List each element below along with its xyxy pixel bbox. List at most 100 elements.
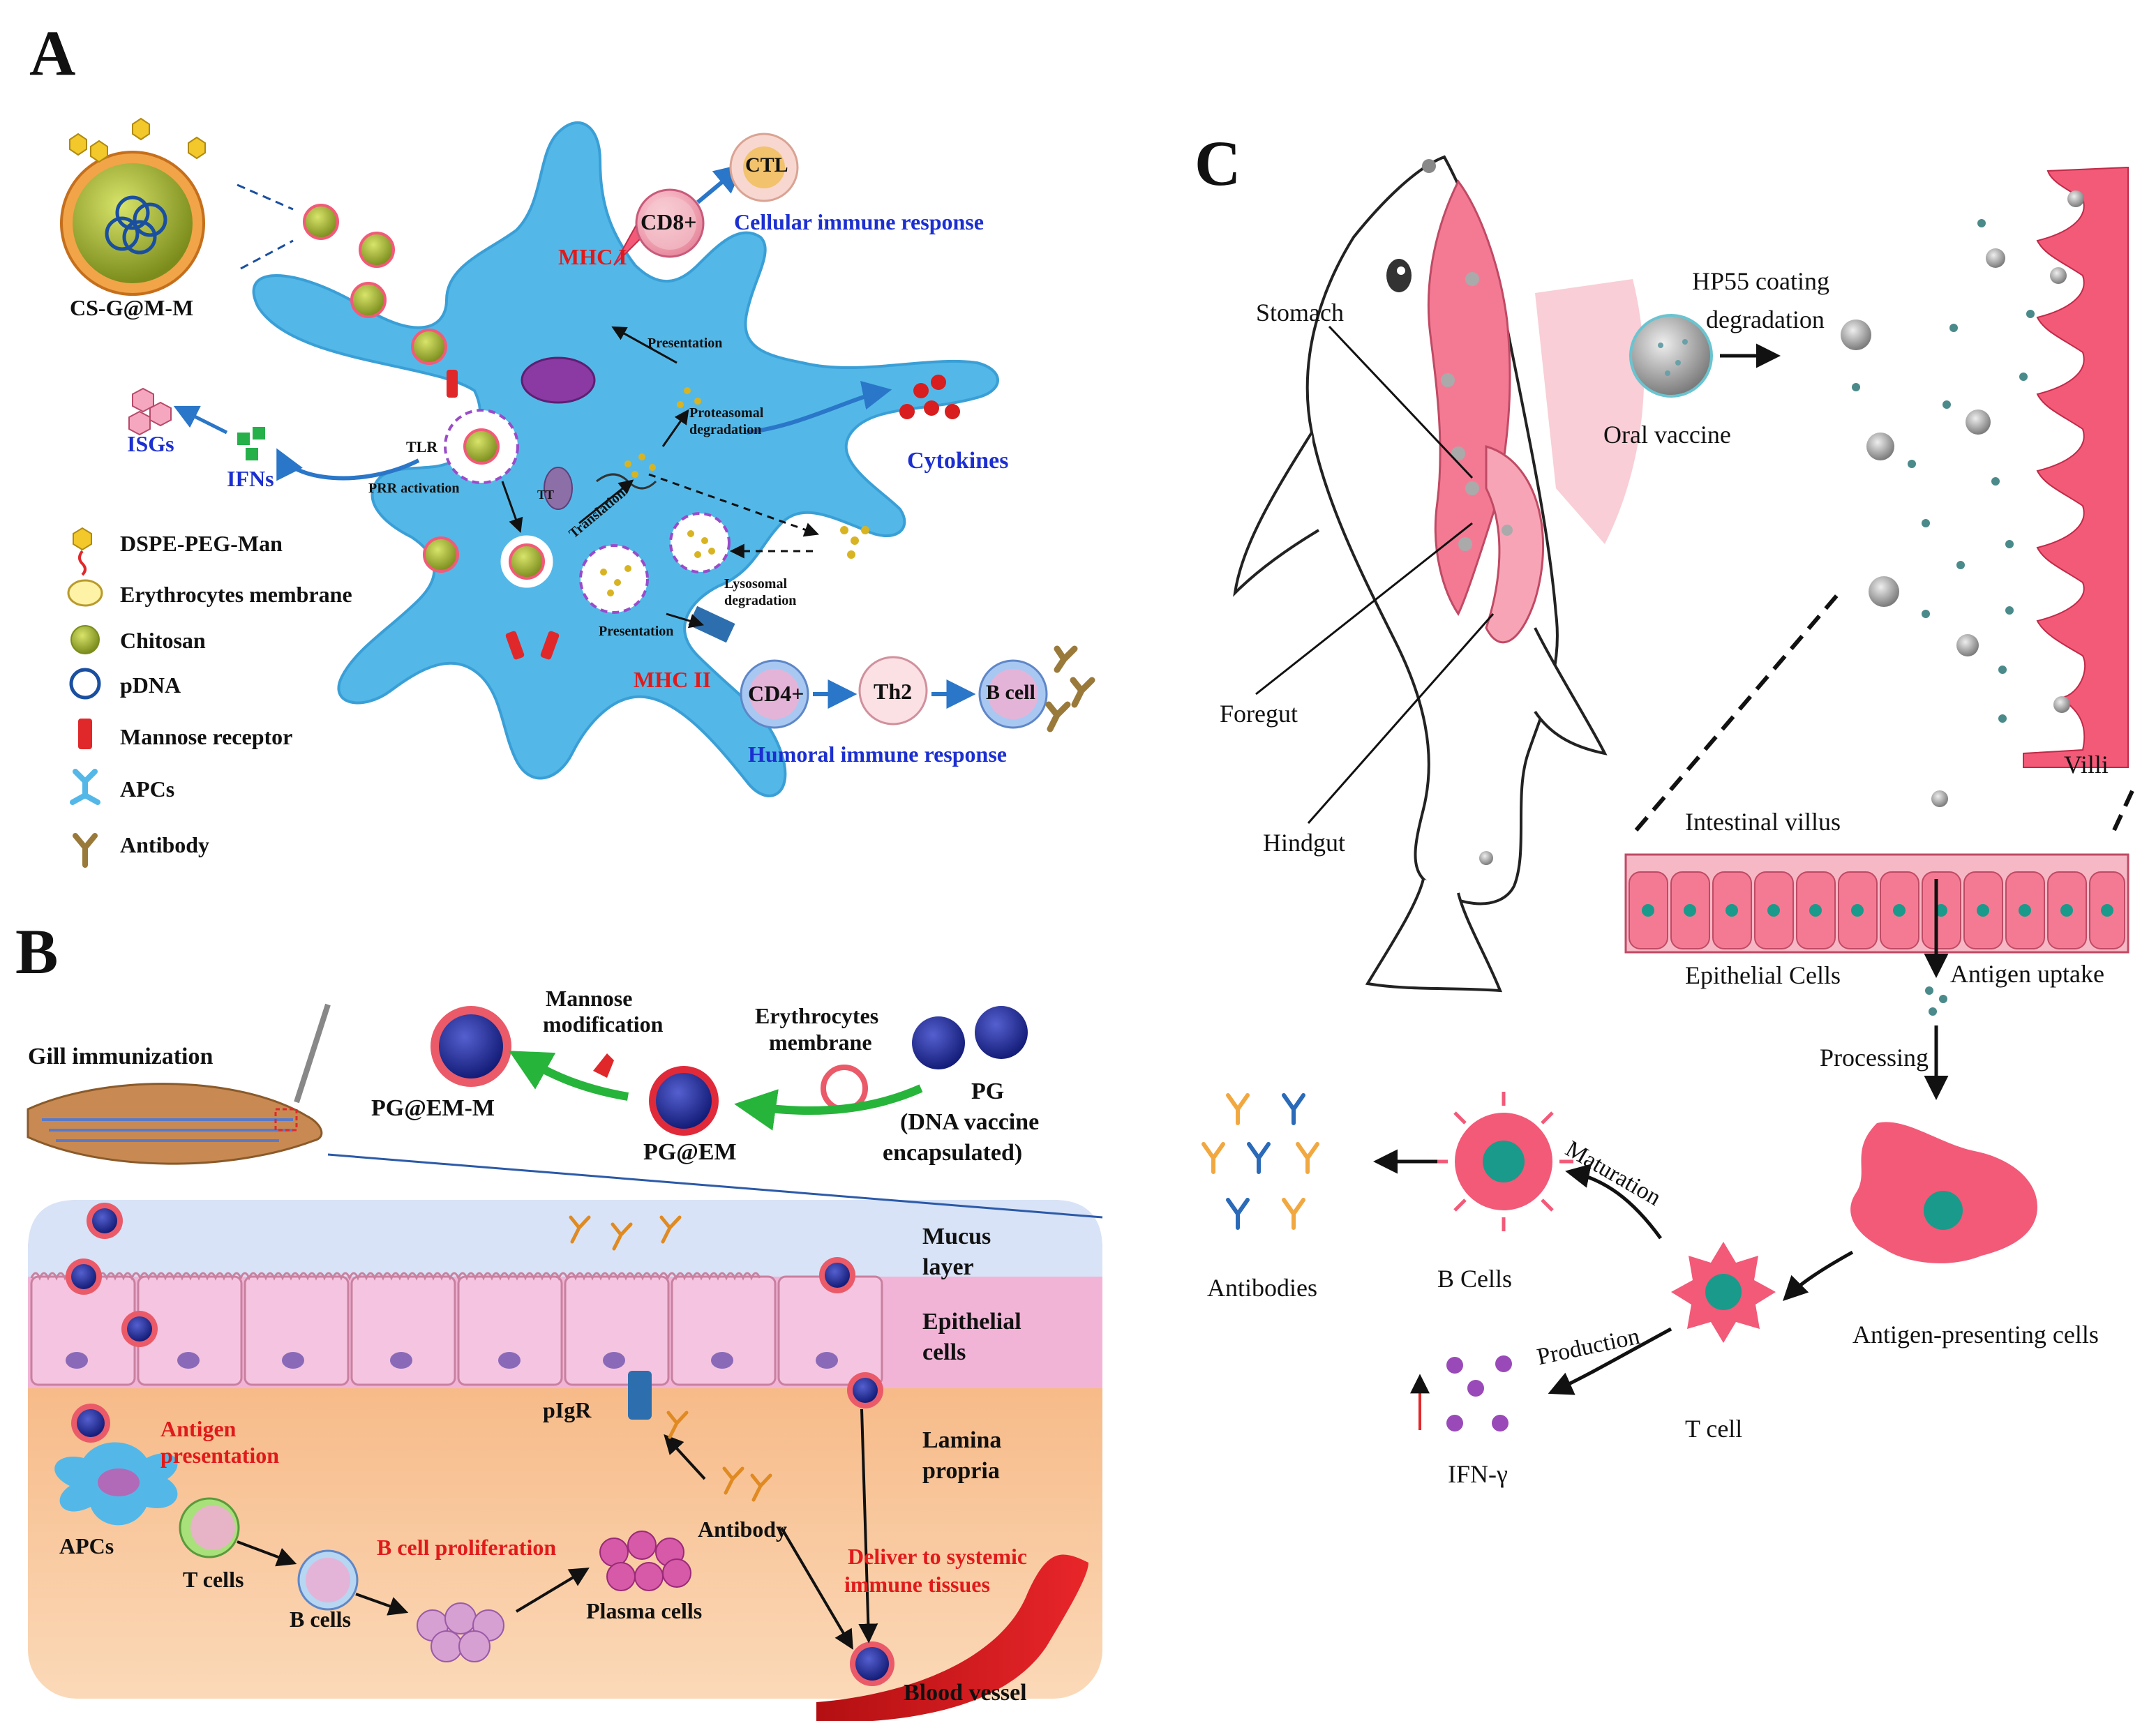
- legend-dspe: DSPE-PEG-Man: [120, 531, 283, 556]
- legend-mannose: Mannose receptor: [120, 724, 293, 749]
- cd4-label: CD4+: [748, 681, 804, 706]
- tcell-label-c: T cell: [1685, 1415, 1743, 1443]
- antigen-label-1: Antigen: [160, 1416, 237, 1441]
- pg-sub-2: encapsulated): [883, 1140, 1023, 1166]
- lysosomal-label: Lysosomal degradation: [724, 576, 797, 608]
- hp55-label-2: degradation: [1706, 306, 1825, 333]
- ctl-label: CTL: [745, 153, 788, 176]
- antibody-group-a: [1045, 645, 1095, 732]
- mhc2-receptor: [688, 606, 735, 643]
- villi-structure: [2023, 166, 2129, 768]
- tcells-label: T cells: [183, 1567, 244, 1592]
- apc-label-c: Antigen-presenting cells: [1852, 1321, 2099, 1348]
- bprolif-label: B cell proliferation: [377, 1535, 557, 1560]
- antibodies-cluster: [1201, 1093, 1319, 1230]
- blood-label: Blood vessel: [904, 1680, 1027, 1706]
- pg-sub-1: (DNA vaccine: [900, 1109, 1040, 1135]
- lysosome-1: [669, 512, 731, 573]
- pgem-label: PG@EM: [643, 1139, 737, 1165]
- antibodies-label: Antibodies: [1207, 1274, 1317, 1302]
- uptake-label: Antigen uptake: [1950, 960, 2104, 988]
- intestinal-epithelium: [1624, 853, 2129, 954]
- pgemm-label: PG@EM-M: [371, 1095, 495, 1121]
- ifn-label: IFN-γ: [1448, 1460, 1508, 1488]
- legend-chitosan: Chitosan: [120, 628, 206, 653]
- plasma-label: Plasma cells: [586, 1598, 703, 1623]
- mucus-label-2: layer: [922, 1254, 974, 1280]
- th2-cell: [858, 656, 928, 726]
- hp55-label-1: HP55 coating: [1692, 267, 1829, 295]
- pigr-label: pIgR: [543, 1397, 592, 1422]
- hindgut-label: Hindgut: [1263, 829, 1346, 857]
- gut-pink: [1427, 179, 1511, 616]
- apc-cell-body: [252, 121, 999, 797]
- small-particles-a: [303, 204, 545, 580]
- antigen-label-2: presentation: [160, 1443, 280, 1468]
- mannose-receptor-markers: [447, 370, 560, 660]
- panel-a-letter: A: [29, 17, 76, 89]
- panel-b-graphics: [27, 1003, 1103, 1721]
- antibody-label-b: Antibody: [698, 1517, 788, 1542]
- panel-a-graphics: [60, 117, 1095, 797]
- bcells-label-b: B cells: [290, 1607, 351, 1632]
- ery-label-1: Erythrocytes: [755, 1003, 879, 1028]
- ery-label-2: membrane: [769, 1030, 872, 1055]
- isgs-icon: [128, 387, 172, 436]
- deliver-label-2: immune tissues: [844, 1572, 990, 1597]
- cellular-label: Cellular immune response: [734, 209, 984, 234]
- mhc1-label: MHC I: [558, 244, 627, 269]
- pg-label: PG: [971, 1079, 1005, 1104]
- gill-label: Gill immunization: [28, 1044, 214, 1069]
- ifns-icon: [237, 427, 265, 460]
- lam-label-2: propria: [922, 1458, 1000, 1484]
- processing-label: Processing: [1820, 1044, 1929, 1072]
- apcs-label-b: APCs: [59, 1533, 114, 1558]
- blood-vessel: [816, 1554, 1088, 1721]
- lam-label-1: Lamina: [922, 1427, 1002, 1453]
- cytokines-icon: [899, 375, 960, 419]
- tt-label: TT: [537, 488, 555, 502]
- ifns-label: IFNs: [227, 466, 274, 491]
- legend-pdna: pDNA: [120, 672, 181, 698]
- cytokines-label: Cytokines: [907, 448, 1009, 474]
- prr-label: PRR activation: [368, 481, 460, 496]
- plasma-cluster: [599, 1531, 691, 1591]
- epithelial-cell-row: [28, 1272, 1102, 1388]
- mannose-label-1: Mannose: [546, 986, 633, 1011]
- epi-label-1: Epithelial: [922, 1309, 1021, 1335]
- foregut-label: Foregut: [1220, 700, 1298, 728]
- isgs-label: ISGs: [127, 431, 174, 456]
- mucus-label-1: Mucus: [922, 1224, 991, 1249]
- lysosome-2: [579, 544, 649, 614]
- particle-label: CS-G@M-M: [70, 295, 194, 320]
- humoral-label: Humoral immune response: [748, 742, 1007, 767]
- mannose-label-2: modification: [543, 1012, 664, 1037]
- bcells-label-c: B Cells: [1437, 1265, 1513, 1293]
- oral-vaccine-particle: [1629, 314, 1713, 398]
- pg-particles: [431, 1006, 1028, 1136]
- apc-nucleus: [521, 356, 596, 404]
- presentation-top-label: Presentation: [647, 336, 723, 351]
- cs-g-m-m-particle: [60, 151, 205, 296]
- epithelial-label-c: Epithelial Cells: [1685, 961, 1841, 989]
- legend-ery: Erythrocytes membrane: [120, 582, 352, 607]
- th2-label: Th2: [874, 679, 913, 704]
- legend-icons-a: [67, 527, 103, 868]
- legend-apcs: APCs: [120, 776, 175, 802]
- stomach-label: Stomach: [1256, 299, 1344, 326]
- ribosome-icon: [544, 467, 573, 510]
- panel-c-letter: C: [1195, 128, 1241, 199]
- tlr-label: TLR: [406, 438, 438, 456]
- legend-antibody: Antibody: [120, 832, 210, 857]
- oral-label: Oral vaccine: [1603, 421, 1731, 449]
- b-cell-cluster: [417, 1602, 504, 1662]
- zebrafish-icon: [27, 1003, 331, 1165]
- presentation-bottom-label: Presentation: [599, 624, 674, 639]
- panel-c-graphics: [1201, 155, 2137, 1431]
- cd8-label: CD8+: [641, 209, 697, 234]
- panel-b-letter: B: [15, 916, 59, 987]
- bcell-label: B cell: [986, 681, 1035, 704]
- villi-label: Villi: [2064, 751, 2109, 779]
- deliver-label-1: Deliver to systemic: [848, 1544, 1028, 1569]
